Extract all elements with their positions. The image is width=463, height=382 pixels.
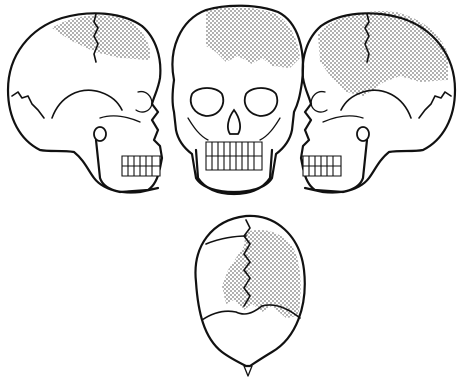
superior-occipital-point bbox=[244, 366, 252, 376]
right-lateral-lambdoid-suture bbox=[419, 92, 451, 118]
right-lateral-squamosal-suture bbox=[341, 90, 411, 118]
left-lateral-orbit bbox=[136, 92, 152, 112]
superior-coronal-suture bbox=[206, 236, 246, 244]
frontal-nasal-cavity bbox=[228, 110, 240, 134]
left-lateral-zygomatic bbox=[100, 116, 140, 122]
frontal-left-orbit bbox=[191, 88, 223, 116]
left-lateral-ear-canal bbox=[94, 127, 106, 141]
left-lateral-teeth bbox=[122, 156, 160, 176]
skull-right-lateral-view bbox=[301, 11, 455, 193]
right-lateral-ear-canal bbox=[357, 127, 369, 141]
superior-shaded-region bbox=[222, 230, 301, 318]
left-lateral-lambdoid-suture bbox=[12, 92, 44, 118]
frontal-teeth bbox=[206, 142, 262, 170]
right-lateral-teeth bbox=[303, 156, 341, 176]
right-lateral-zygomatic bbox=[323, 116, 363, 122]
left-lateral-squamosal-suture bbox=[52, 90, 122, 118]
right-lateral-orbit bbox=[311, 92, 327, 112]
skull-frontal-view bbox=[172, 6, 303, 194]
right-lateral-shaded-region bbox=[318, 11, 448, 96]
frontal-right-orbit bbox=[245, 88, 277, 116]
skull-superior-view bbox=[195, 216, 304, 376]
skull-left-lateral-view bbox=[8, 13, 162, 192]
